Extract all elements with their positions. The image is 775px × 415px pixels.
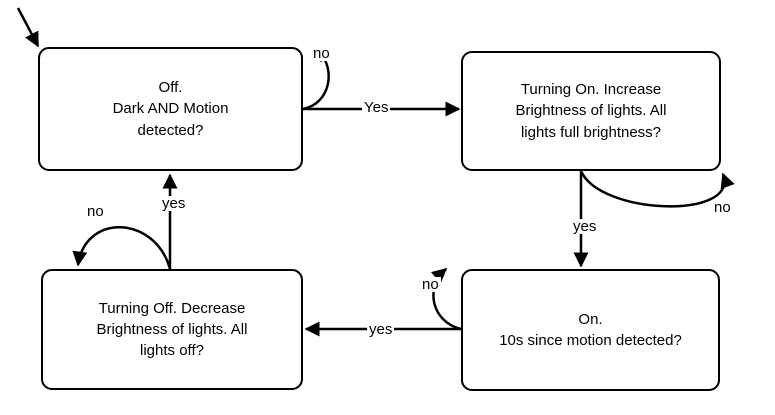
edge-label-off-self-loop: no <box>311 45 332 62</box>
state-label-turning-off: Turning Off. Decrease Brightness of ligh… <box>96 299 248 360</box>
edge-on-self-loop <box>430 268 462 331</box>
edge-turning-off-self-loop <box>72 226 172 270</box>
state-node-turning-on[interactable]: Turning On. Increase Brightness of light… <box>461 51 721 171</box>
state-node-off[interactable]: Off. Dark AND Motion detected? <box>38 47 303 171</box>
state-label-off: Off. Dark AND Motion detected? <box>112 79 229 139</box>
edge-label-on-to-turning-off: yes <box>367 321 395 338</box>
edge-label-off-to-turning-on: Yes <box>362 99 391 116</box>
edge-label-turning-off-to-off: yes <box>160 195 188 212</box>
edge-label-turning-off-self-loop: no <box>85 203 106 220</box>
state-node-turning-off[interactable]: Turning Off. Decrease Brightness of ligh… <box>41 269 303 390</box>
edge-label-turning-on-to-on: yes <box>571 218 599 235</box>
state-label-on: On. 10s since motion detected? <box>499 310 682 349</box>
edge-turning-on-self-loop <box>579 170 735 208</box>
edge-label-turning-on-self-loop: no <box>712 199 733 216</box>
edge-start-arrow <box>16 7 40 48</box>
state-label-turning-on: Turning On. Increase Brightness of light… <box>515 81 667 141</box>
edge-label-on-self-loop: no <box>420 276 441 293</box>
state-node-on[interactable]: On. 10s since motion detected? <box>461 269 720 391</box>
